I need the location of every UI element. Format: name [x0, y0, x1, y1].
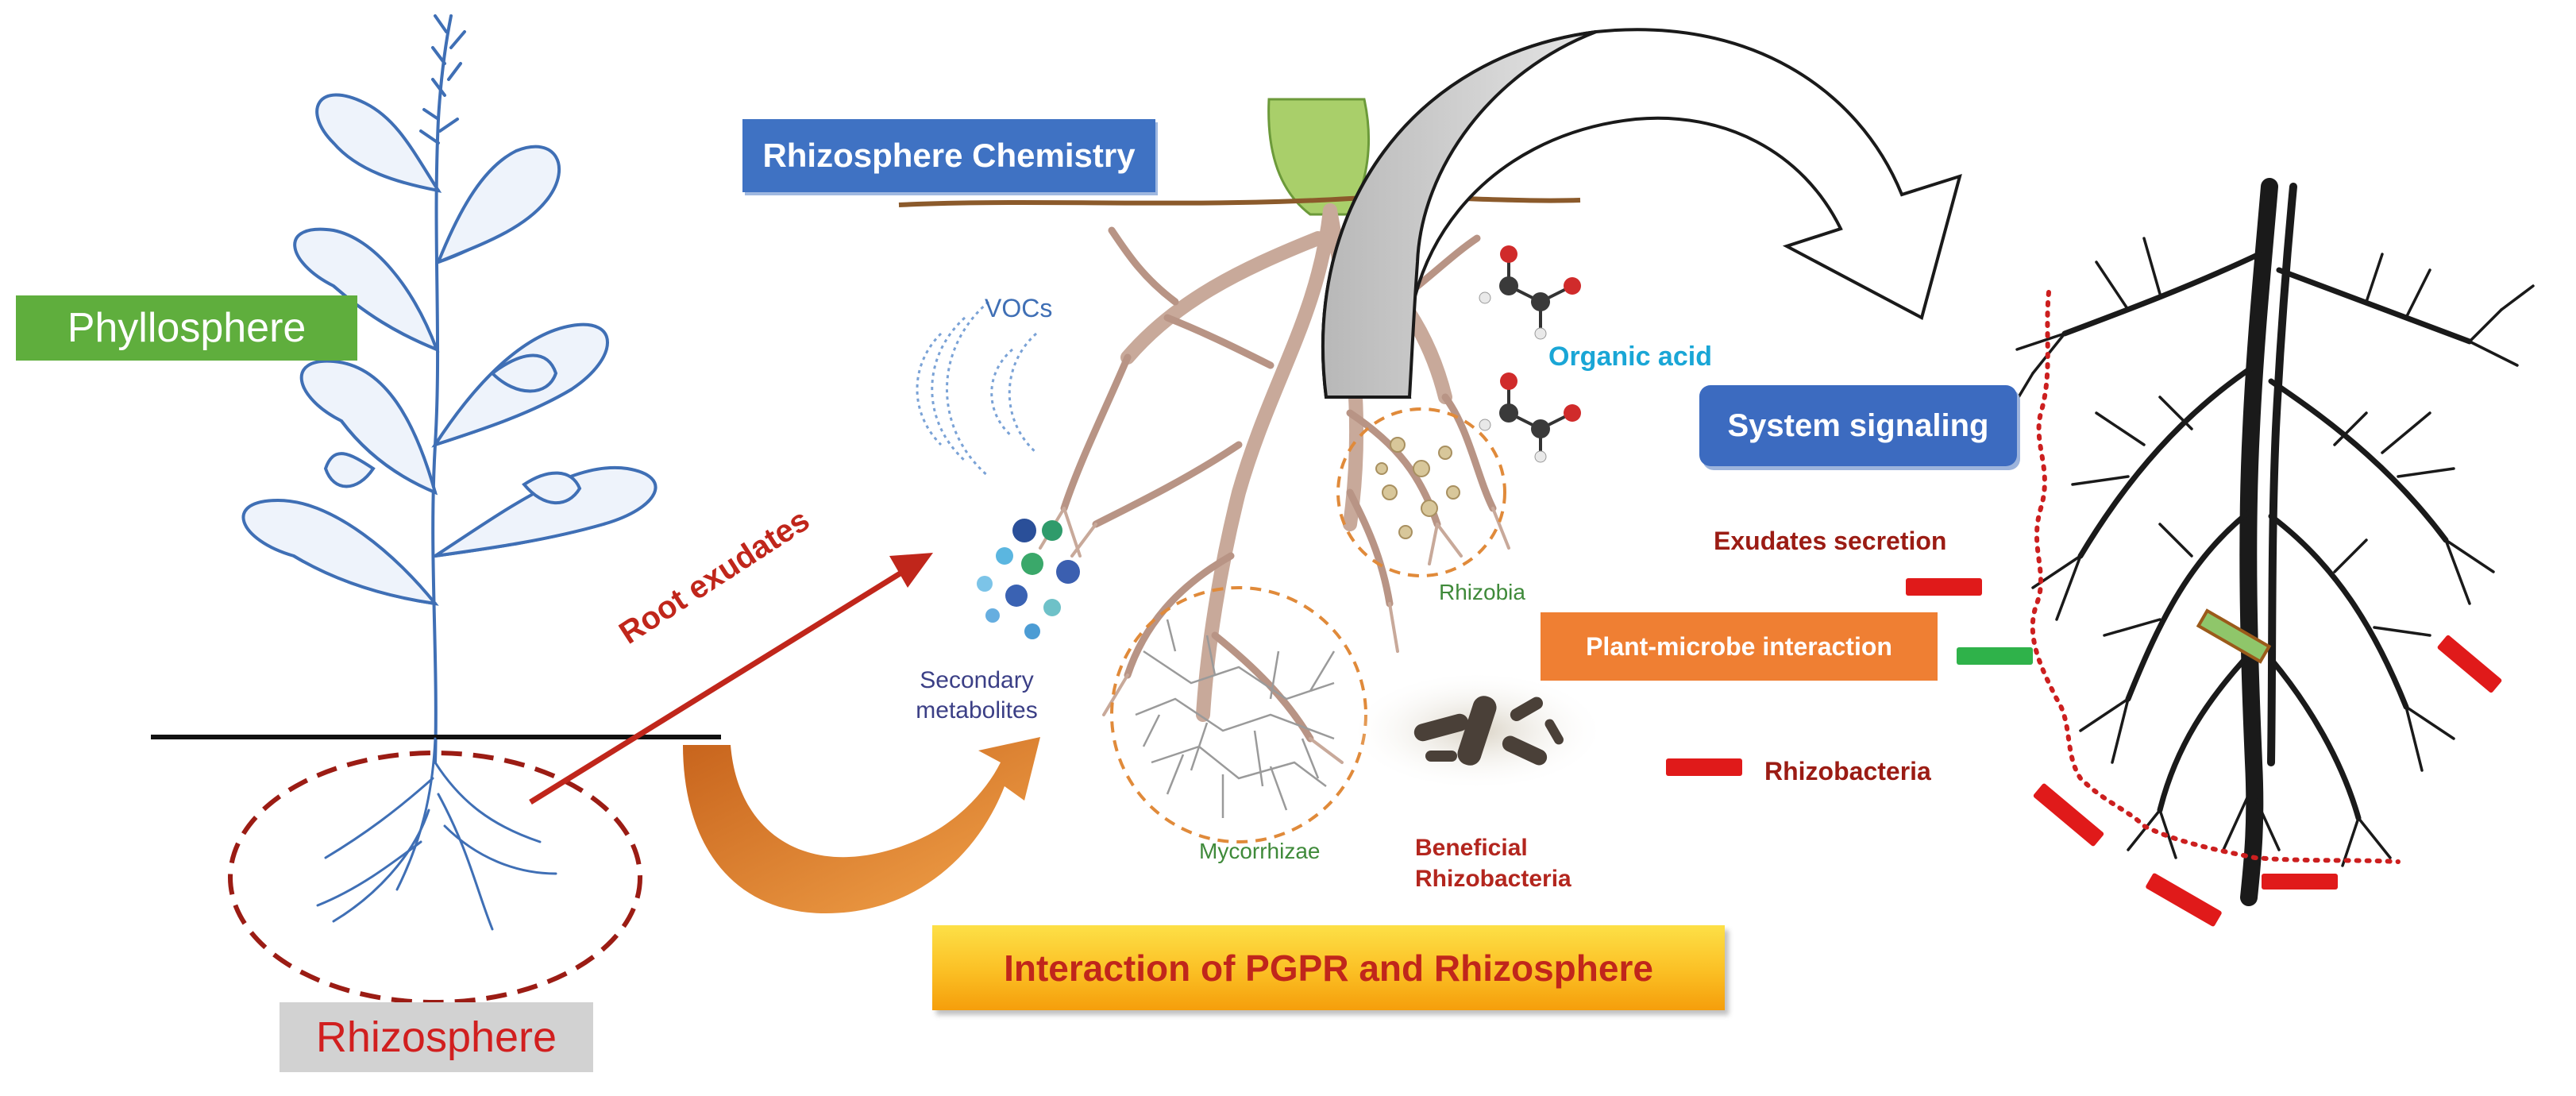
pgpr-title-label: Interaction of PGPR and Rhizosphere	[932, 925, 1725, 1010]
secondary-metabolites-line1: Secondary	[920, 667, 1034, 693]
root-exudates-arrow	[529, 553, 933, 805]
beneficial-line1: Beneficial	[1415, 835, 1528, 861]
root-system-icon	[898, 98, 1581, 764]
beneficial-line2: Rhizobacteria	[1415, 866, 1571, 892]
secondary-metabolites-label: Secondary metabolites	[897, 666, 1056, 725]
rhizobacteria-bar-4	[2262, 874, 2338, 890]
phyllosphere-label: Phyllosphere	[16, 295, 357, 361]
rhizobia-label: Rhizobia	[1439, 580, 1525, 604]
mycorrhizae-circle	[1110, 586, 1367, 843]
exudates-secretion-label: Exudates secretion	[1714, 527, 1947, 555]
orange-curved-arrow-icon	[683, 737, 1040, 913]
plant-microbe-interaction-label: Plant-microbe interaction	[1541, 612, 1938, 681]
plant-sketch-icon	[241, 14, 657, 764]
voc-waves-icon	[916, 300, 1037, 478]
big-curved-arrow-shade	[1321, 30, 1597, 399]
secondary-metabolites-line2: metabolites	[916, 697, 1038, 724]
bacteria-cluster-icon	[1358, 675, 1596, 786]
legend-bars	[1666, 578, 2502, 927]
organic-acid-label: Organic acid	[1548, 342, 1712, 372]
metabolite-dots-icon	[977, 519, 1080, 639]
beneficial-rhizobacteria-label: Beneficial Rhizobacteria	[1415, 832, 1590, 894]
plant-roots-icon	[316, 737, 557, 931]
plant-microbe-marker	[1957, 647, 2033, 665]
organic-acid-molecule-icon	[1479, 245, 1581, 463]
rhizobacteria-bar-1	[2437, 635, 2502, 693]
rhizosphere-dashed-ellipse	[228, 751, 642, 1005]
exudates-secretion-marker	[1906, 578, 1982, 596]
rhizosphere-chemistry-label: Rhizosphere Chemistry	[742, 119, 1155, 192]
rhizobia-circle	[1336, 407, 1506, 577]
rhizobacteria-bar-2	[2033, 783, 2104, 847]
rhizobacteria-bar-3	[2146, 873, 2222, 927]
tree-root-sketch-icon	[2007, 178, 2535, 906]
rhizosphere-label: Rhizosphere	[280, 1002, 593, 1072]
mycorrhizae-label: Mycorrhizae	[1199, 839, 1321, 863]
rhizosphere-dotted-boundary	[2030, 290, 2401, 864]
vocs-label: VOCs	[985, 294, 1053, 322]
rhizobacteria-marker	[1666, 758, 1742, 776]
rhizobacteria-label: Rhizobacteria	[1764, 757, 1931, 785]
system-signaling-label: System signaling	[1699, 385, 2017, 466]
